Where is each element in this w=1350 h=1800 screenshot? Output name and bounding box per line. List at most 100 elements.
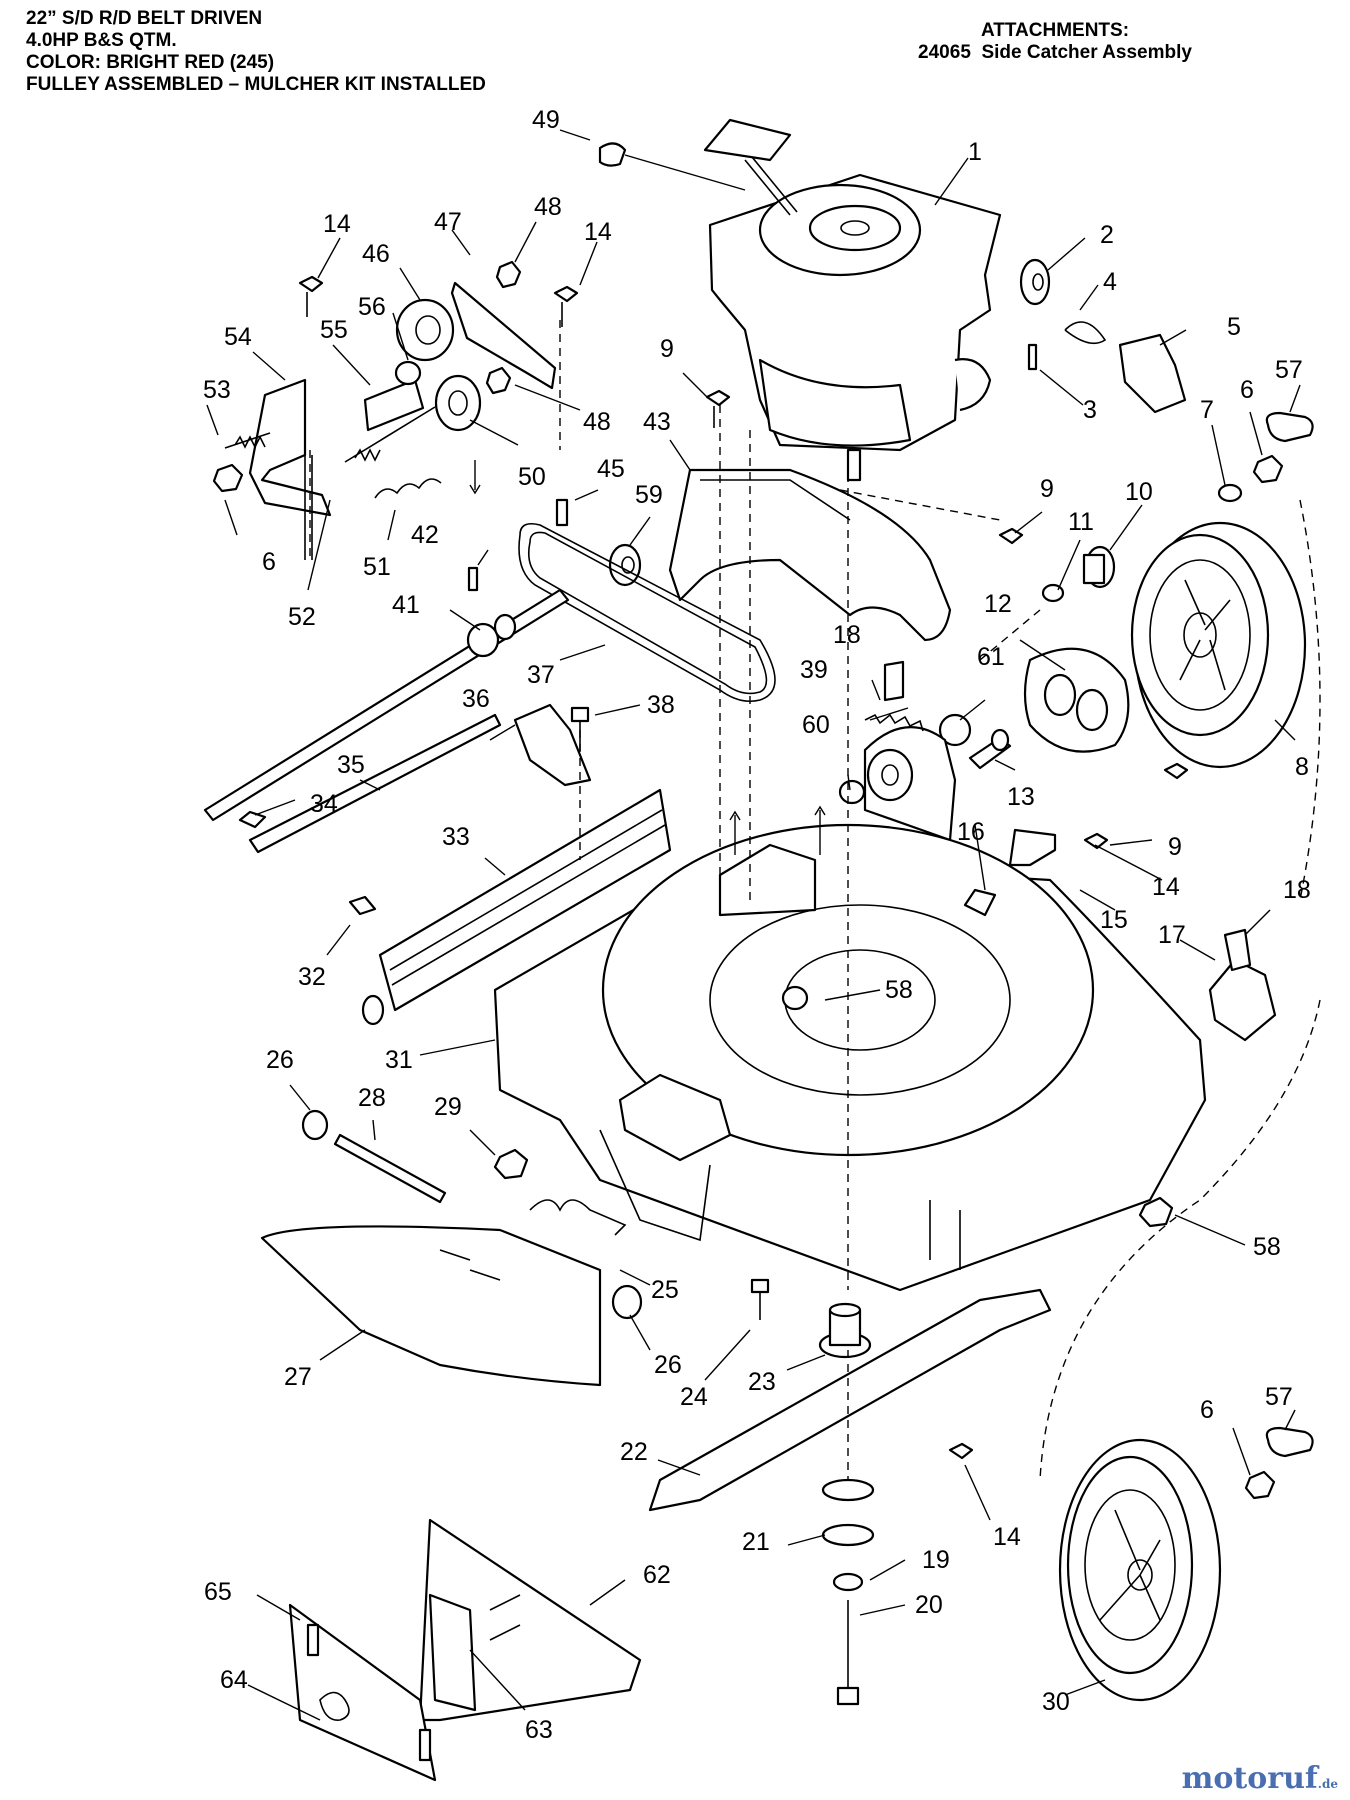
part-54-bracket	[248, 378, 332, 517]
callout-35: 35	[337, 751, 365, 779]
callout-1: 1	[968, 138, 982, 166]
part-21-washer-top	[821, 1478, 875, 1502]
engine	[703, 118, 1002, 482]
part-5-bracket	[1118, 333, 1187, 414]
part-65-plug	[288, 1603, 437, 1782]
callout-56: 56	[358, 293, 386, 321]
part-26-bushing-top	[301, 1109, 329, 1141]
arrow-icon	[814, 805, 826, 855]
callout-43: 43	[643, 408, 671, 436]
part-31-deck	[493, 823, 1207, 1292]
callout-4: 4	[1103, 268, 1117, 296]
part-6-nut-top	[1252, 454, 1284, 484]
callout-65: 65	[204, 1578, 232, 1606]
part-17-plate	[1208, 958, 1277, 1042]
part-14-screw-left	[298, 275, 324, 317]
part-6-nut-left	[212, 463, 244, 493]
part-7-washer	[1217, 483, 1243, 503]
part-39-gear-plate	[863, 713, 957, 842]
leader-lines	[206, 129, 1321, 1721]
part-26-bushing-bottom	[611, 1284, 643, 1320]
part-15-bracket	[1008, 828, 1057, 867]
callout-6-top: 6	[1240, 376, 1254, 404]
callout-52: 52	[288, 603, 316, 631]
callout-7: 7	[1200, 396, 1214, 424]
part-6-nut-bottom	[1244, 1470, 1276, 1500]
part-3-pin	[1027, 343, 1038, 371]
callout-36: 36	[462, 685, 490, 713]
callout-53: 53	[203, 376, 231, 404]
part-33-flap	[378, 788, 672, 1012]
header-right: ATTACHMENTS: 24065 Side Catcher Assembly	[890, 20, 1220, 64]
part-35-rod	[248, 713, 502, 854]
callout-27: 27	[284, 1363, 312, 1391]
part-57-cap-top	[1265, 411, 1314, 443]
callout-58-center: 58	[885, 976, 913, 1004]
callout-10: 10	[1125, 478, 1153, 506]
callout-15: 15	[1100, 906, 1128, 934]
part-28-rod	[333, 1133, 447, 1204]
part-21-washer-bottom	[821, 1523, 875, 1547]
watermark-brand: motoruf	[1181, 1761, 1318, 1796]
callout-59: 59	[635, 481, 663, 509]
callout-18-right: 18	[1283, 876, 1311, 904]
part-60-washer	[838, 779, 866, 805]
front-wheel	[1058, 1438, 1222, 1702]
callout-33: 33	[442, 823, 470, 851]
part-9-screw-upper-right	[998, 527, 1024, 545]
attachments-line: 24065 Side Catcher Assembly	[918, 42, 1192, 63]
callout-46: 46	[362, 240, 390, 268]
callout-29: 29	[434, 1093, 462, 1121]
part-57-cap-bottom	[1265, 1426, 1314, 1458]
part-58-nut	[1138, 1196, 1174, 1228]
part-spring-bolt	[344, 406, 436, 463]
part-59-pulley	[608, 543, 642, 587]
part-37-belt	[518, 522, 776, 703]
part-62-plate	[418, 1518, 642, 1722]
callout-45: 45	[597, 455, 625, 483]
callout-49: 49	[532, 106, 560, 134]
part-9-screw-top	[705, 389, 731, 428]
callout-54: 54	[224, 323, 252, 351]
callout-55: 55	[320, 316, 348, 344]
callout-6-left: 6	[262, 548, 276, 576]
callout-47: 47	[434, 208, 462, 236]
header-line-1: 22” S/D R/D BELT DRIVEN	[26, 8, 263, 29]
callout-21: 21	[742, 1528, 770, 1556]
part-23-adapter	[818, 1302, 872, 1359]
callout-3: 3	[1083, 396, 1097, 424]
callout-28: 28	[358, 1084, 386, 1112]
part-22-blade	[648, 1288, 1052, 1512]
part-46-pulley	[395, 298, 455, 362]
callout-8: 8	[1295, 753, 1309, 781]
callout-9-upper-right: 9	[1040, 475, 1054, 503]
callout-22: 22	[620, 1438, 648, 1466]
callout-17: 17	[1158, 921, 1186, 949]
callout-63: 63	[525, 1716, 553, 1744]
attachments-title: ATTACHMENTS:	[980, 20, 1130, 41]
part-19-washer	[832, 1572, 864, 1592]
part-41-axle	[203, 588, 570, 822]
part-36-bracket	[513, 703, 592, 787]
part-9-screw-right	[1163, 762, 1189, 780]
part-34-screw	[238, 810, 267, 829]
rear-wheel	[1130, 521, 1307, 769]
part-48-nut-top	[495, 260, 522, 289]
callout-30: 30	[1042, 1688, 1070, 1716]
part-47-bracket	[450, 281, 557, 390]
part-50-pulley	[434, 374, 482, 432]
callout-2: 2	[1100, 221, 1114, 249]
arrow-icon	[729, 810, 741, 855]
part-14-screw-lower	[948, 1442, 974, 1460]
part-63-bracket	[428, 1593, 477, 1712]
part-45-pin	[555, 498, 569, 527]
watermark-logo: motoruf.de	[1182, 1761, 1338, 1796]
callout-19: 19	[922, 1546, 950, 1574]
part-56-nut	[394, 360, 422, 386]
callout-6-bottom: 6	[1200, 1396, 1214, 1424]
callout-5: 5	[1227, 313, 1241, 341]
callout-31: 31	[385, 1046, 413, 1074]
part-10-bushing	[1082, 545, 1116, 589]
callout-39: 39	[800, 656, 828, 684]
